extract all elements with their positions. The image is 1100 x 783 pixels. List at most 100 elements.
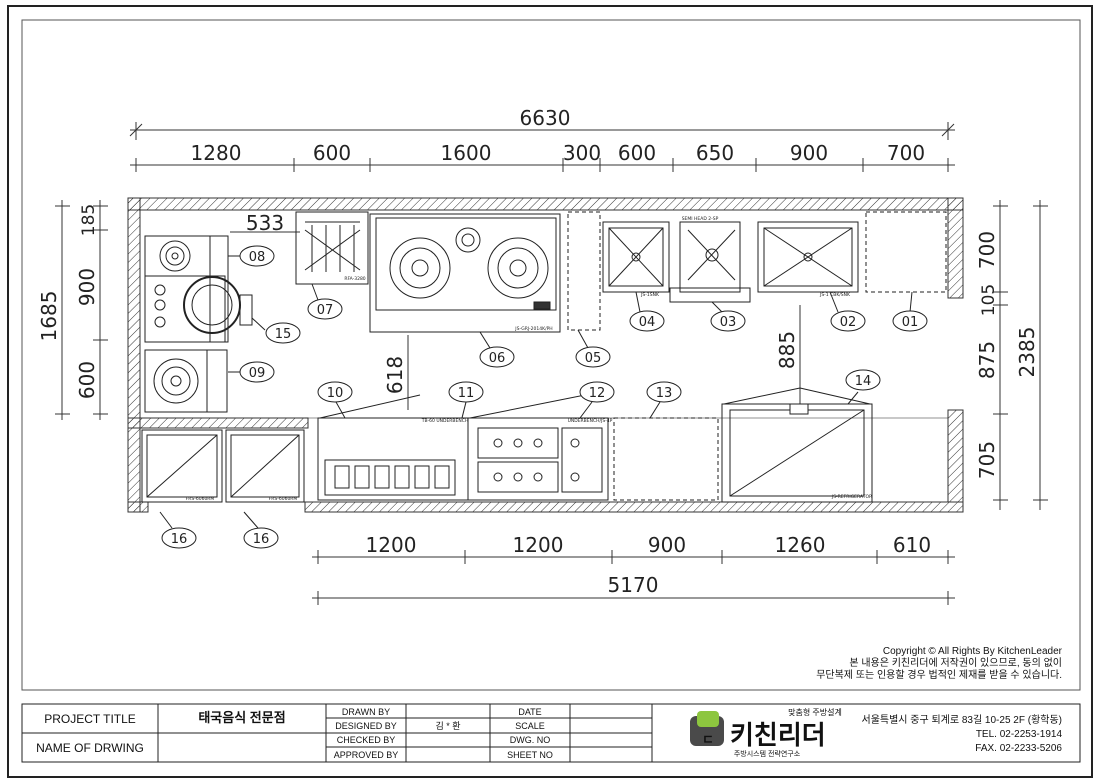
dim-left-total: 1685 (37, 291, 61, 342)
dim-right-total: 2385 (1015, 327, 1039, 378)
svg-text:08: 08 (249, 250, 266, 265)
svg-text:11: 11 (458, 386, 475, 401)
project-title-label: PROJECT TITLE (44, 712, 136, 726)
dim-bottom-1: 1200 (366, 533, 417, 557)
company-logo: ㄷ 키친리더 맞춤형 주방설계 주방시스템 전략연구소 (690, 707, 842, 758)
svg-text:14: 14 (855, 374, 872, 389)
tag-02: 02 (830, 310, 866, 332)
tag-01: 01 (892, 310, 928, 332)
svg-text:16: 16 (171, 532, 188, 547)
tag-06: 06 (479, 346, 515, 368)
copyright-line-2: 본 내용은 키친리더에 저작권이 있으므로, 동의 없이 (849, 656, 1062, 669)
company-tel: TEL. 02-2253-1914 (976, 729, 1063, 740)
dim-total-top: 6630 (520, 106, 571, 130)
sheet-no-label: SHEET NO (507, 750, 553, 760)
dim-bottom-2: 1200 (513, 533, 564, 557)
dim-mid-3: 885 (775, 331, 799, 369)
date-label: DATE (518, 707, 541, 717)
label-11: TB-60 UNDERBENCH (421, 418, 469, 424)
dim-top-2: 600 (313, 141, 351, 165)
dim-right-2: 105 (979, 284, 999, 316)
equipment-tags: 08 15 09 07 06 05 04 03 02 01 10 11 12 1… (161, 245, 928, 549)
svg-text:13: 13 (656, 386, 673, 401)
tag-15: 15 (265, 322, 301, 344)
copyright-line-1: Copyright © All Rights By KitchenLeader (883, 646, 1063, 657)
dim-mid-1: 533 (246, 211, 284, 235)
copyright-line-3: 무단복제 또는 인용할 경우 법적인 제재를 받을 수 있습니다. (816, 668, 1062, 681)
tag-16-a: 16 (161, 527, 197, 549)
equipment-top-row (144, 211, 947, 413)
title-block (21, 703, 1081, 763)
dim-right-1: 700 (975, 231, 999, 269)
svg-text:05: 05 (585, 351, 602, 366)
svg-text:06: 06 (489, 351, 506, 366)
tag-08: 08 (239, 245, 275, 267)
dim-top-6: 650 (696, 141, 734, 165)
dim-top-5: 600 (618, 141, 656, 165)
svg-text:10: 10 (327, 386, 344, 401)
tag-09: 09 (239, 361, 275, 383)
drawn-by-label: DRAWN BY (342, 707, 390, 717)
label-04: JS-1SNK (640, 292, 660, 298)
walls (127, 197, 964, 513)
scale-label: SCALE (515, 721, 545, 731)
tag-13: 13 (646, 381, 682, 403)
company-contact: 서울특별시 중구 퇴계로 83길 10-25 2F (황학동) TEL. 02-… (862, 713, 1063, 754)
company-subtitle: 주방시스템 전략연구소 (734, 749, 801, 758)
dim-top-1: 1280 (191, 141, 242, 165)
label-02: JS-1 CBK/SNK (819, 292, 851, 298)
tag-11: 11 (448, 381, 484, 403)
label-14: JS-REFRIGERATOR (831, 494, 872, 500)
svg-text:16: 16 (253, 532, 270, 547)
dim-right-4: 705 (975, 441, 999, 479)
label-06: JS-GRJ-2014K/PH (514, 326, 552, 332)
svg-text:15: 15 (275, 327, 292, 342)
dim-bottom-3: 900 (648, 533, 686, 557)
dim-top-8: 700 (887, 141, 925, 165)
tag-05: 05 (575, 346, 611, 368)
company-address: 서울특별시 중구 퇴계로 83길 10-25 2F (황학동) (862, 713, 1063, 726)
dim-mid-2: 618 (383, 356, 407, 394)
label-16a: FRS-6060RM (186, 496, 215, 502)
tag-03: 03 (710, 310, 746, 332)
dim-top-7: 900 (790, 141, 828, 165)
copyright-note: Copyright © All Rights By KitchenLeader … (816, 646, 1062, 681)
company-name: 키친리더 (730, 720, 826, 750)
svg-text:03: 03 (720, 315, 737, 330)
company-tagline: 맞춤형 주방설계 (788, 707, 842, 717)
designed-by-label: DESIGNED BY (335, 721, 397, 731)
label-12: UNDERBENCH/JS-4P (568, 418, 613, 424)
equipment-labels: RFA-3280 JS-GRJ-2014K/PH JS-1SNK SEMI HE… (186, 216, 872, 502)
svg-text:07: 07 (317, 303, 334, 318)
dim-left-1: 185 (79, 204, 99, 236)
dim-bottom-total: 5170 (608, 573, 659, 597)
tag-12: 12 (579, 381, 615, 403)
company-fax: FAX. 02-2233-5206 (975, 743, 1062, 754)
dimension-labels: 6630 1280 600 1600 300 600 650 900 700 1… (37, 106, 1039, 597)
label-03: SEMI HEAD 2-SP (682, 216, 719, 222)
svg-text:02: 02 (840, 315, 857, 330)
project-title: 태국음식 전문점 (198, 710, 285, 725)
tag-10: 10 (317, 381, 353, 403)
dim-bottom-4: 1260 (775, 533, 826, 557)
dim-top-4: 300 (563, 141, 601, 165)
dimension-lines (55, 122, 1048, 605)
dim-bottom-5: 610 (893, 533, 931, 557)
tag-14: 14 (845, 369, 881, 391)
svg-text:12: 12 (589, 386, 606, 401)
name-of-drawing-label: NAME OF DRWING (36, 741, 144, 755)
tag-04: 04 (629, 310, 665, 332)
sheet-border (7, 5, 1093, 778)
svg-text:09: 09 (249, 366, 266, 381)
tag-07: 07 (307, 298, 343, 320)
logo-mark-text: ㄷ (702, 732, 714, 747)
title-block-text: PROJECT TITLE NAME OF DRWING 태국음식 전문점 DR… (36, 707, 553, 760)
dwg-no-label: DWG. NO (510, 735, 551, 745)
svg-text:04: 04 (639, 315, 656, 330)
label-16b: FRS-6060RM (269, 496, 298, 502)
dim-right-3: 875 (975, 341, 999, 379)
tag-16-b: 16 (243, 527, 279, 549)
designer-name: 김 * 환 (435, 720, 460, 731)
tag-leaders (159, 255, 913, 529)
